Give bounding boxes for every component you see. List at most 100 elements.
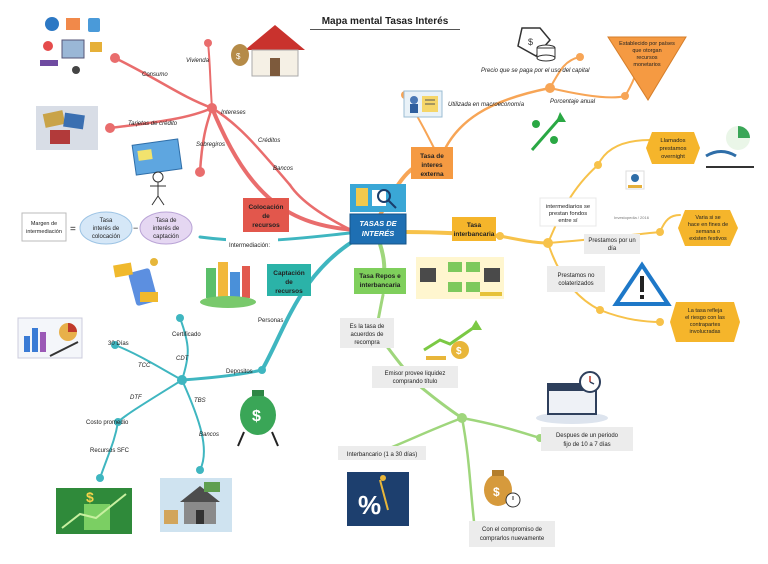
svg-text:interés de: interés de (153, 226, 180, 232)
svg-text:TBS: TBS (194, 398, 206, 404)
minus-sign: − (133, 223, 138, 233)
node-dots (96, 39, 664, 534)
svg-text:Personas: Personas (258, 318, 283, 324)
captacion-labels: Personas Depositos Certificado CDT TCC 3… (86, 318, 283, 454)
svg-text:Interbancario (1 a 30 días): Interbancario (1 a 30 días) (347, 452, 417, 458)
svg-text:Varia si se: Varia si se (695, 215, 720, 221)
central-label-1: TASAS DE (359, 219, 397, 228)
svg-text:captación: captación (153, 234, 179, 240)
svg-text:entre sí: entre sí (558, 218, 578, 224)
svg-text:prestamos: prestamos (659, 146, 686, 152)
money-bag-clock-icon: $ (484, 470, 521, 508)
money-hand-icon (625, 170, 645, 190)
svg-text:DTF: DTF (130, 395, 142, 401)
svg-text:interbancaria: interbancaria (454, 231, 495, 238)
svg-text:existen festivos: existen festivos (689, 236, 727, 242)
house-icon: $ (231, 25, 305, 77)
svg-text:Investopedia / 2016: Investopedia / 2016 (614, 215, 650, 220)
svg-text:TCC: TCC (138, 363, 151, 369)
svg-text:$: $ (493, 485, 500, 499)
svg-text:Tarjetas de crédito: Tarjetas de crédito (128, 121, 178, 127)
svg-text:Margen de: Margen de (31, 221, 57, 227)
svg-text:$: $ (528, 37, 533, 47)
svg-text:Bancos: Bancos (273, 166, 293, 172)
colocacion-labels: Consumo Vivienda Intereses Tarjetas de c… (128, 58, 293, 172)
svg-text:externa: externa (420, 171, 444, 178)
percent-arrow-icon (530, 112, 566, 151)
connectors-captacion (99, 230, 364, 479)
svg-text:el riesgo con las: el riesgo con las (685, 315, 725, 321)
svg-text:comprarlos nuevamente: comprarlos nuevamente (480, 536, 545, 542)
topic-captacion[interactable]: Captación de recursos (267, 264, 311, 296)
svg-text:colocación: colocación (92, 234, 120, 240)
id-card-icon (131, 138, 183, 206)
calculator-growth-icon: $ (56, 488, 132, 534)
externa-labels: Precio que se paga por el uso del capita… (448, 68, 596, 108)
repos-labels: Es la tasa de acuerdos de recompra Emiso… (338, 318, 633, 547)
svg-text:interbancaria: interbancaria (360, 282, 401, 289)
svg-text:que otorgan: que otorgan (632, 48, 661, 54)
svg-text:Recursos SFC: Recursos SFC (90, 448, 130, 454)
intermediacion-group: Intermediación: Margen de intermediación… (21, 211, 278, 250)
topic-repos[interactable]: Tasa Repos e interbancaria (354, 268, 406, 294)
svg-text:30 Días: 30 Días (108, 341, 129, 347)
externa-triangle[interactable]: Establecido por países que otorgan recur… (607, 36, 687, 101)
credit-cards-icon (36, 106, 98, 150)
svg-text:Prestamos no: Prestamos no (557, 273, 595, 279)
svg-text:recursos: recursos (252, 222, 280, 229)
calendar-clock-icon (536, 371, 608, 424)
svg-text:comprando título: comprando título (393, 379, 438, 385)
svg-text:Créditos: Créditos (258, 138, 280, 144)
svg-text:Bancos: Bancos (199, 432, 219, 438)
svg-text:Tasa Repos e: Tasa Repos e (359, 273, 401, 280)
svg-text:de: de (262, 213, 270, 220)
svg-text:Tasa: Tasa (467, 222, 482, 229)
connectors-externa (378, 56, 641, 217)
svg-text:de: de (285, 279, 293, 286)
house-money-icon (160, 478, 232, 532)
svg-text:día: día (608, 246, 617, 252)
svg-text:Emisor provee liquidez: Emisor provee liquidez (385, 371, 446, 377)
charts-icon (17, 317, 83, 359)
svg-text:interés de: interés de (93, 226, 120, 232)
topic-colocacion[interactable]: Colocación de recursos (243, 198, 289, 232)
svg-text:Precio que se paga por el uso: Precio que se paga por el uso del capita… (481, 68, 590, 74)
svg-text:Es la tasa de: Es la tasa de (350, 324, 385, 330)
money-bag-icon: $ (237, 390, 279, 447)
central-node[interactable]: TASAS DE INTERÉS (349, 213, 407, 245)
svg-text:prestan fondos: prestan fondos (549, 211, 587, 217)
svg-text:CDT: CDT (176, 356, 190, 362)
page-title: Mapa mental Tasas Interés (310, 16, 460, 30)
svg-text:Utilizada en macroeconomía: Utilizada en macroeconomía (448, 102, 525, 108)
svg-text:Prestamos por un: Prestamos por un (588, 238, 635, 244)
shopping-icon (40, 17, 102, 74)
intermediacion-label: Intermediación: (229, 243, 270, 249)
svg-text:recompra: recompra (354, 340, 380, 346)
svg-text:Depositos: Depositos (226, 369, 253, 375)
svg-text:Colocación: Colocación (248, 204, 283, 211)
svg-text:overnight: overnight (661, 154, 685, 160)
svg-text:hace en fines de: hace en fines de (688, 222, 728, 228)
topic-externa[interactable]: Tasa de interes externa (411, 147, 453, 179)
svg-text:Porcentaje anual: Porcentaje anual (550, 99, 596, 105)
svg-text:monetarios: monetarios (633, 62, 660, 68)
equals-sign: = (70, 224, 76, 235)
svg-text:Captación: Captación (273, 270, 304, 277)
svg-text:involucradas: involucradas (690, 329, 721, 335)
warning-icon (612, 261, 672, 306)
svg-text:Llamados: Llamados (660, 138, 685, 144)
central-magnifier-icon (350, 184, 406, 212)
tag-coins-icon: $ (517, 27, 556, 62)
interbancaria-callouts[interactable]: Llamados prestamos overnight Varia si se… (646, 132, 740, 342)
topic-interbancaria[interactable]: Tasa interbancaria (452, 217, 496, 241)
bank-transfer-icon (416, 257, 504, 299)
coin-growth-icon: $ (423, 320, 482, 360)
percent-ladder-icon: % (347, 472, 409, 526)
svg-text:Despues de un periodo: Despues de un periodo (556, 433, 619, 439)
svg-text:recursos: recursos (636, 55, 657, 61)
svg-text:Sobregiros: Sobregiros (196, 142, 225, 148)
svg-text:Establecido por países: Establecido por países (619, 41, 675, 47)
svg-text:$: $ (236, 52, 241, 61)
svg-text:Consumo: Consumo (142, 72, 168, 78)
